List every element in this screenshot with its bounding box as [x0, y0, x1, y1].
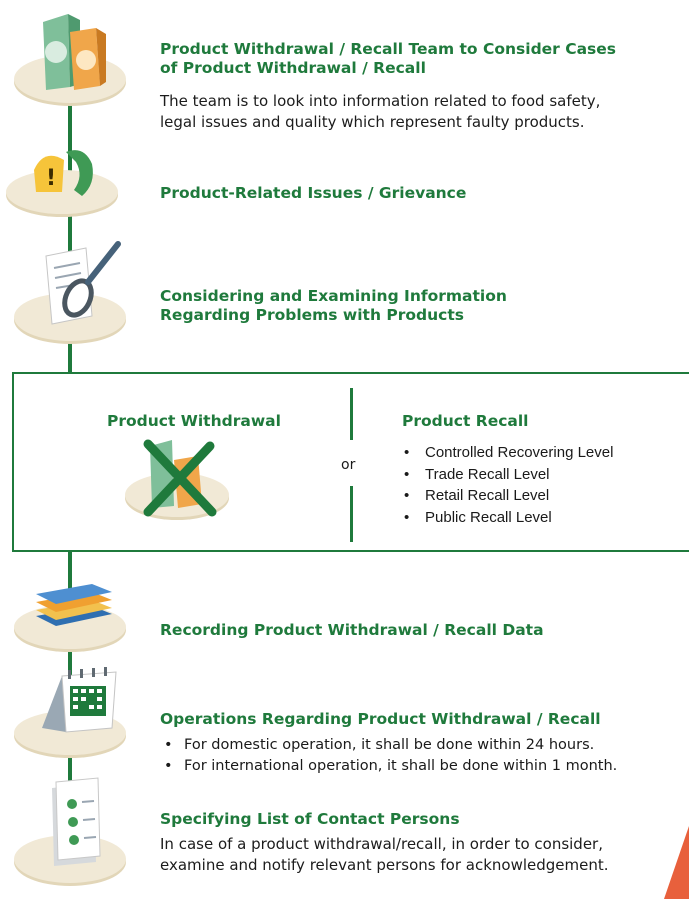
step-4-title: Recording Product Withdrawal / Recall Da… — [160, 621, 544, 639]
product-boxes-icon — [14, 14, 126, 106]
step-1-title: Product Withdrawal / Recall Team to Cons… — [160, 40, 617, 77]
decision-box — [12, 372, 689, 552]
magnifier-document-icon — [14, 241, 126, 344]
list-item: For domestic operation, it shall be done… — [160, 735, 617, 756]
withdrawal-title: Product Withdrawal — [107, 412, 281, 430]
divider-top — [350, 388, 353, 440]
crossed-product-icon — [125, 439, 229, 520]
step-5-title: Operations Regarding Product Withdrawal … — [160, 710, 601, 728]
recall-title: Product Recall — [402, 412, 529, 430]
calendar-icon — [14, 667, 126, 758]
step-6-title: Specifying List of Contact Persons — [160, 810, 460, 828]
svg-text:!: ! — [46, 166, 56, 191]
corner-triangle-decoration — [664, 826, 689, 899]
divider-bottom — [350, 486, 353, 542]
contact-list-icon — [14, 777, 126, 886]
list-item: For international operation, it shall be… — [160, 756, 617, 777]
timeline-line-top — [68, 100, 72, 374]
list-item: Controlled Recovering Level — [400, 442, 613, 464]
step-6-text: In case of a product withdrawal/recall, … — [160, 835, 609, 874]
step-2-title: Product-Related Issues / Grievance — [160, 184, 467, 202]
recall-levels-list: Controlled Recovering Level Trade Recall… — [400, 442, 613, 528]
list-item: Public Recall Level — [400, 507, 613, 529]
step-3-title: Considering and Examining Information Re… — [160, 287, 507, 324]
telephone-warning-icon: ! — [6, 150, 118, 217]
folders-icon — [14, 584, 126, 652]
step-1-text: The team is to look into information rel… — [160, 92, 601, 131]
list-item: Trade Recall Level — [400, 464, 613, 486]
operations-bullets: For domestic operation, it shall be done… — [160, 735, 617, 777]
list-item: Retail Recall Level — [400, 485, 613, 507]
or-label: or — [341, 457, 356, 473]
